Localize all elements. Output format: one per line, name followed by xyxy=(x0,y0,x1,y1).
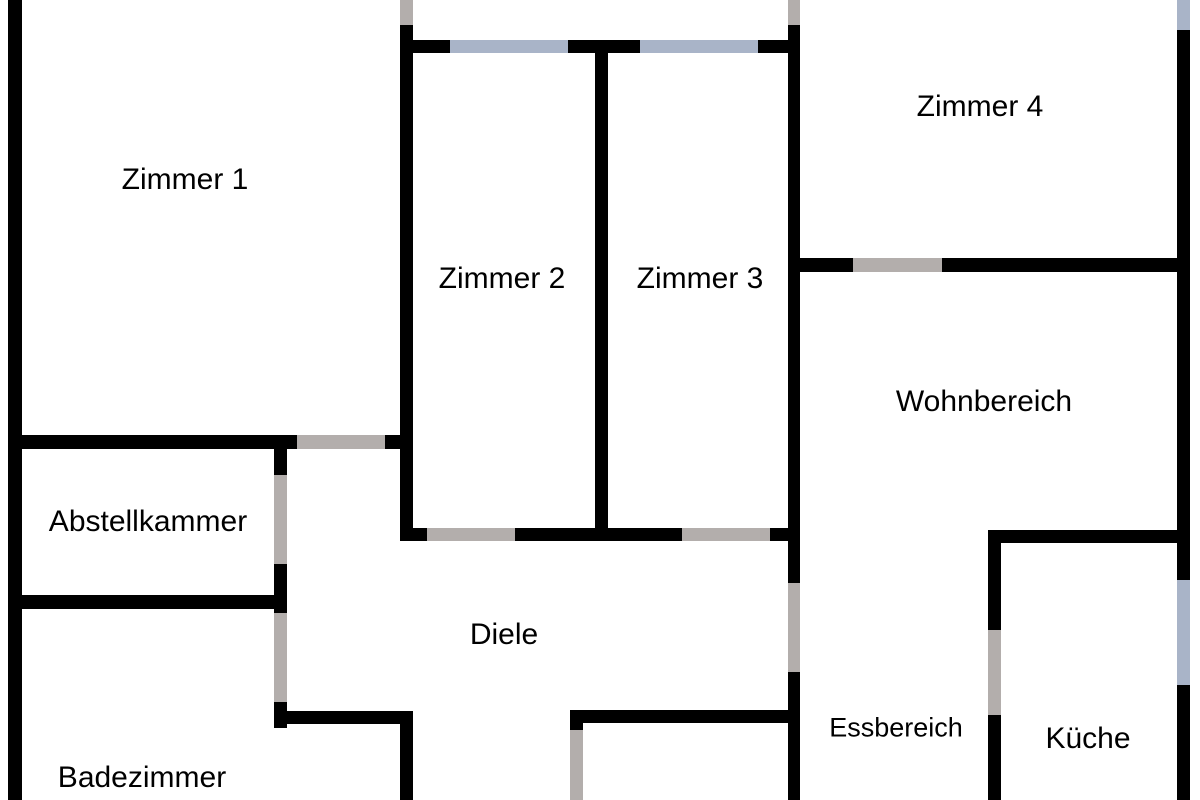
wall-segment xyxy=(274,702,287,728)
room-label-wohnbereich: Wohnbereich xyxy=(895,385,1073,418)
room-label-zimmer-1: Zimmer 1 xyxy=(121,163,249,196)
window xyxy=(1177,0,1190,30)
window xyxy=(450,40,568,53)
room-label-badezimmer: Badezimmer xyxy=(57,761,227,794)
wall-segment xyxy=(1177,30,1190,580)
wall-segment xyxy=(400,25,413,541)
wall-segment xyxy=(570,710,790,723)
wall-segment xyxy=(800,258,853,272)
room-label-zimmer-4: Zimmer 4 xyxy=(916,90,1044,123)
door-opening xyxy=(788,583,800,672)
door-opening xyxy=(853,258,942,272)
wall-segment xyxy=(788,25,800,541)
wall-segment xyxy=(515,528,682,541)
room-label-abstellkammer: Abstellkammer xyxy=(48,505,248,538)
room-label-zimmer-2: Zimmer 2 xyxy=(438,262,566,295)
door-opening xyxy=(570,730,583,800)
wall-segment xyxy=(988,715,1001,800)
door-opening xyxy=(297,435,385,449)
window xyxy=(640,40,758,53)
wall-segment xyxy=(788,672,800,800)
wall-segment xyxy=(758,40,800,53)
room-label-diele: Diele xyxy=(469,618,539,651)
wall-segment xyxy=(988,530,1180,543)
wall-segment xyxy=(8,595,287,609)
door-opening xyxy=(274,475,287,564)
wall-segment xyxy=(942,258,1190,272)
door-opening xyxy=(274,613,287,702)
wall-segment xyxy=(988,530,1001,630)
wall-segment xyxy=(1177,685,1190,800)
room-label-zimmer-3: Zimmer 3 xyxy=(636,262,764,295)
wall-segment xyxy=(400,711,413,800)
window xyxy=(1177,580,1190,685)
wall-segment xyxy=(400,40,450,53)
door-opening xyxy=(788,0,800,25)
wall-segment xyxy=(595,40,608,540)
wall-segment xyxy=(788,541,800,583)
wall-segment xyxy=(8,0,22,800)
wall-segment xyxy=(770,528,800,541)
wall-segment xyxy=(570,710,583,730)
wall-segment xyxy=(274,449,287,475)
wall-segment xyxy=(287,711,413,724)
wall-segment xyxy=(400,528,427,541)
door-opening xyxy=(988,630,1001,715)
door-opening xyxy=(400,0,413,25)
room-label-kueche: Küche xyxy=(1045,722,1131,755)
wall-segment xyxy=(8,435,297,449)
door-opening xyxy=(682,528,770,541)
room-label-essbereich: Essbereich xyxy=(829,712,963,743)
door-opening xyxy=(427,528,515,541)
